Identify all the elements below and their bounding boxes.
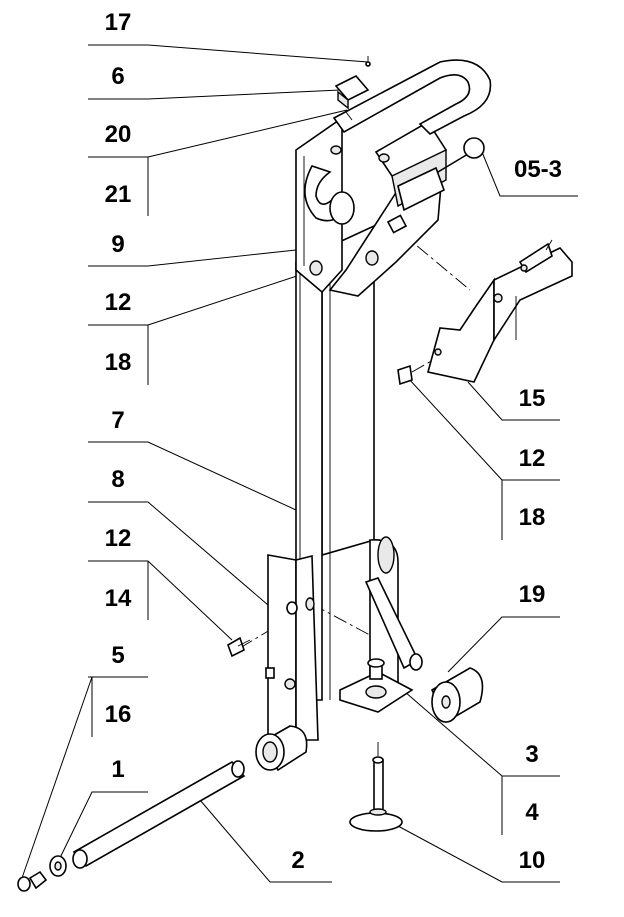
svg-text:21: 21	[105, 181, 132, 208]
svg-text:15: 15	[519, 385, 546, 412]
svg-text:18: 18	[105, 349, 132, 376]
wheel	[409, 653, 484, 724]
svg-text:17: 17	[105, 9, 132, 36]
callout-1: 1	[57, 756, 148, 863]
svg-text:7: 7	[111, 407, 124, 434]
left-callouts: 17 6 20 21 9 12 18 7	[21, 9, 369, 883]
axle-hardware	[17, 855, 67, 892]
svg-text:05-3: 05-3	[514, 156, 562, 183]
top-cap	[334, 56, 371, 121]
svg-text:1: 1	[111, 756, 124, 783]
svg-text:5: 5	[111, 642, 124, 669]
svg-text:4: 4	[525, 799, 539, 826]
knob	[437, 137, 485, 173]
lower-bolt	[227, 636, 251, 658]
handle-bar	[304, 59, 492, 225]
side-plate	[265, 554, 319, 747]
callout-5-16: 5 16	[21, 642, 148, 879]
callout-2: 2	[199, 799, 332, 883]
svg-text:14: 14	[105, 585, 132, 612]
callout-8: 8	[88, 466, 269, 606]
leveling-foot	[349, 756, 403, 832]
svg-text:10: 10	[519, 847, 546, 874]
callout-10: 10	[397, 825, 560, 883]
mount-bracket	[427, 239, 573, 383]
callout-05-3: 05-3	[481, 151, 578, 197]
svg-text:19: 19	[519, 581, 546, 608]
svg-text:3: 3	[525, 741, 538, 768]
callout-20-21: 20 21	[88, 109, 348, 216]
bracket-bolt	[397, 348, 442, 386]
callout-15: 15	[467, 381, 560, 421]
svg-text:12: 12	[519, 445, 546, 472]
callout-6: 6	[88, 63, 341, 100]
axle-boss	[255, 725, 308, 772]
callout-9: 9	[88, 231, 297, 267]
axle-tube	[72, 760, 246, 869]
base-plate	[339, 658, 414, 713]
svg-text:18: 18	[519, 504, 546, 531]
callout-17: 17	[88, 9, 369, 63]
svg-text:8: 8	[111, 466, 124, 493]
callout-19: 19	[447, 581, 560, 673]
top-bracket	[295, 116, 448, 297]
callout-7: 7	[88, 407, 297, 511]
svg-text:20: 20	[105, 121, 132, 148]
right-callouts: 05-3 15 12 18 19 3 4	[381, 151, 578, 883]
svg-text:12: 12	[105, 289, 132, 316]
callout-12-18-right: 12 18	[407, 377, 560, 540]
callout-12-18-upper: 12 18	[88, 269, 316, 385]
svg-text:2: 2	[291, 847, 304, 874]
svg-text:16: 16	[105, 701, 132, 728]
svg-text:6: 6	[111, 63, 124, 90]
svg-text:12: 12	[105, 525, 132, 552]
callout-12-14: 12 14	[88, 525, 233, 641]
svg-text:9: 9	[111, 231, 124, 258]
